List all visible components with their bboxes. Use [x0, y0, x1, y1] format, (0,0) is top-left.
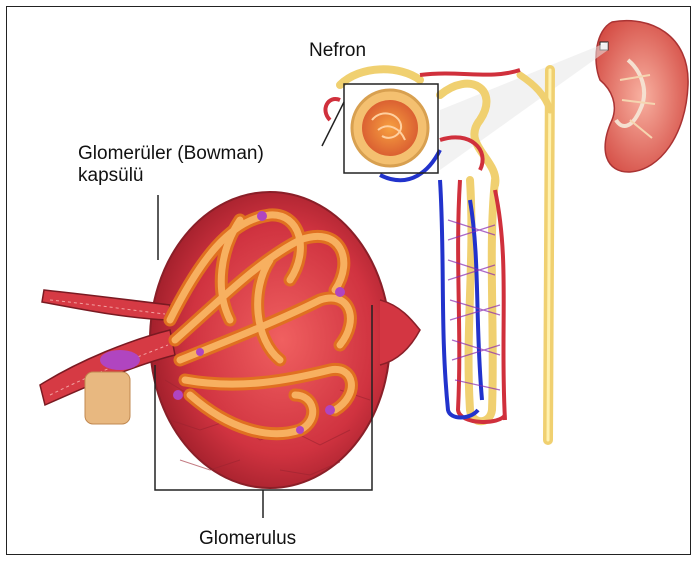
- bowman-label-line2: kapsülü: [78, 165, 264, 187]
- bowmans-capsule: [150, 192, 420, 488]
- nefron-label: Nefron: [309, 40, 366, 62]
- bowman-label-line1: Glomerüler (Bowman): [78, 143, 264, 165]
- kidney: [596, 21, 688, 172]
- small-glomerulus: [344, 84, 438, 173]
- bowman-capsule-label: Glomerüler (Bowman) kapsülü: [78, 143, 264, 187]
- glomerulus-label: Glomerulus: [199, 528, 296, 550]
- zoom-beam: [440, 42, 608, 170]
